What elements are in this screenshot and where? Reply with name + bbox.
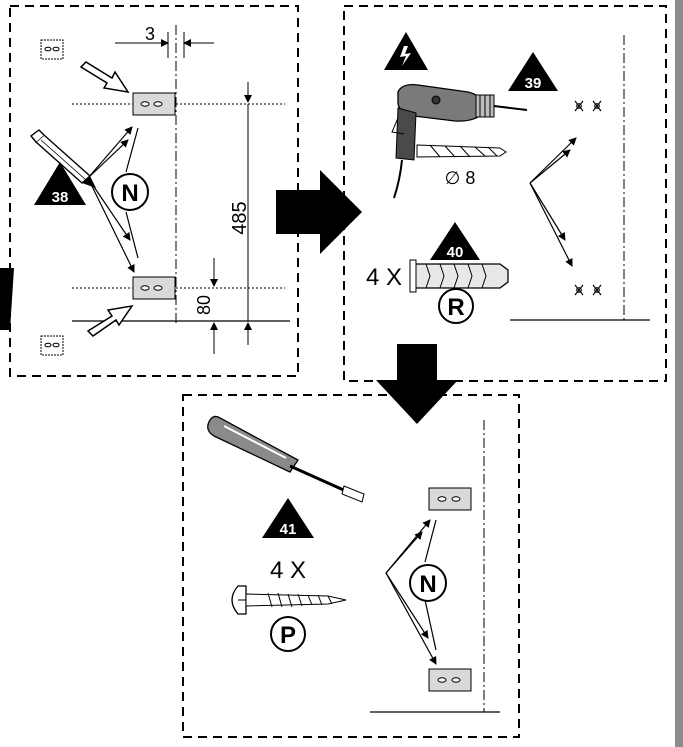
bracket-icon — [40, 39, 64, 60]
plug-quantity-label: 4 X — [366, 264, 402, 291]
callout-lines — [385, 519, 437, 665]
hollow-arrow-icon — [79, 61, 130, 94]
next-step-arrow-right — [276, 170, 362, 254]
bracket-upper — [132, 92, 176, 116]
part-label-n: N — [409, 564, 447, 602]
wall-plug-icon — [409, 259, 509, 293]
panel-border — [343, 5, 667, 382]
bracket-icon — [40, 335, 64, 356]
dimension-spacing-label: 485 — [229, 201, 251, 234]
screw-icon — [231, 585, 347, 615]
screw-quantity-label: 4 X — [270, 557, 306, 584]
part-label-r: R — [438, 288, 474, 324]
drill-mark-icon — [574, 100, 602, 296]
step-badge-40: 40 — [430, 222, 480, 261]
bracket-lower — [428, 668, 472, 692]
panel-step-38: 3 485 80 — [9, 5, 299, 377]
callout-lines — [87, 126, 139, 273]
drill-size-label: ∅ 8 — [445, 168, 476, 188]
previous-step-arrow-fragment — [0, 268, 14, 330]
callout-lines — [529, 137, 577, 267]
step-number: 38 — [52, 189, 69, 206]
screwdriver-icon — [207, 415, 365, 503]
electrical-warning-icon — [384, 32, 428, 70]
drill-bit-icon — [416, 144, 507, 158]
part-letter: R — [447, 294, 464, 321]
drill-icon — [391, 84, 528, 199]
hollow-arrow-icon — [86, 304, 134, 337]
step-number: 41 — [280, 521, 297, 538]
next-step-arrow-down — [376, 344, 458, 424]
part-label-n: N — [111, 173, 149, 211]
part-letter: N — [121, 180, 138, 207]
page-edge-bar — [675, 0, 683, 747]
dimension-gap-label: 3 — [145, 24, 155, 44]
step-badge-41: 41 — [262, 498, 314, 538]
part-letter: P — [280, 622, 296, 649]
step-badge-38: 38 — [34, 162, 86, 206]
part-label-p: P — [270, 616, 306, 652]
panel-border — [182, 394, 520, 738]
bracket-lower — [132, 276, 176, 300]
step-number: 40 — [447, 244, 464, 261]
step-badge-39: 39 — [508, 52, 558, 92]
step-number: 39 — [525, 75, 542, 92]
part-letter: N — [419, 571, 436, 598]
bracket-upper — [428, 487, 472, 511]
panel-step-39-40: 39 ∅ 8 40 — [343, 5, 667, 382]
dimension-height-label: 80 — [194, 295, 214, 315]
panel-step-41: 41 4 X P — [182, 394, 520, 738]
